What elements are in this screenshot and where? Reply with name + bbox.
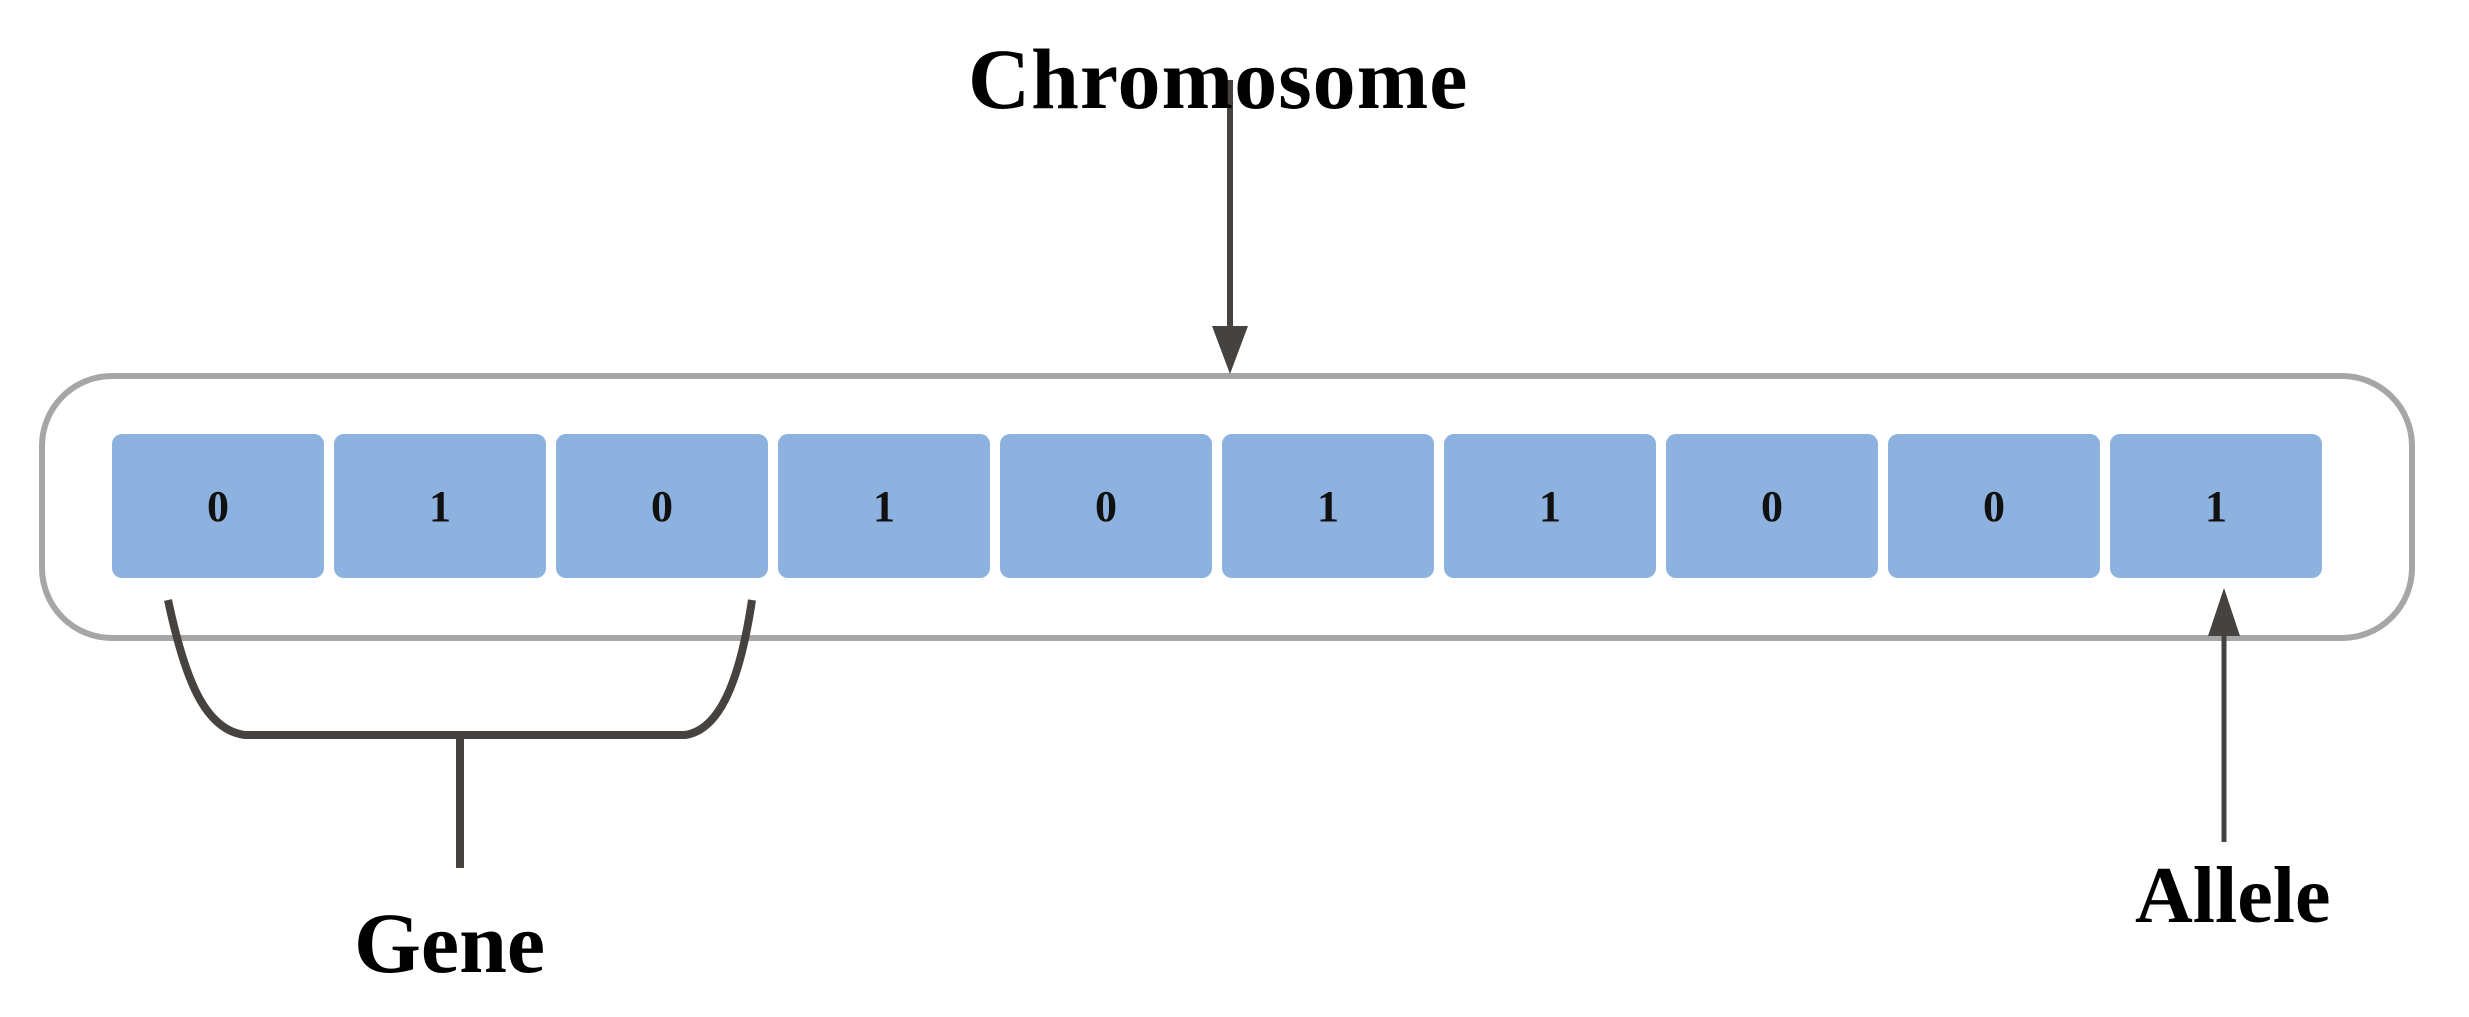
allele-cell: 0	[112, 434, 324, 578]
allele-cell: 1	[2110, 434, 2322, 578]
chromosome-label: Chromosome	[968, 31, 1469, 127]
allele-cell: 0	[556, 434, 768, 578]
allele-label: Allele	[2135, 852, 2331, 940]
allele-cell: 1	[778, 434, 990, 578]
gene-bracket	[164, 599, 756, 739]
allele-cell: 1	[1222, 434, 1434, 578]
chromosome-container	[39, 373, 2415, 641]
chromosome-arrow-head	[1212, 326, 1248, 374]
gene-label: Gene	[354, 895, 546, 991]
allele-cell: 0	[1666, 434, 1878, 578]
allele-cell: 0	[1888, 434, 2100, 578]
allele-cell: 0	[1000, 434, 1212, 578]
allele-cell: 1	[1444, 434, 1656, 578]
allele-arrow-head	[2208, 588, 2240, 636]
allele-cell: 1	[334, 434, 546, 578]
